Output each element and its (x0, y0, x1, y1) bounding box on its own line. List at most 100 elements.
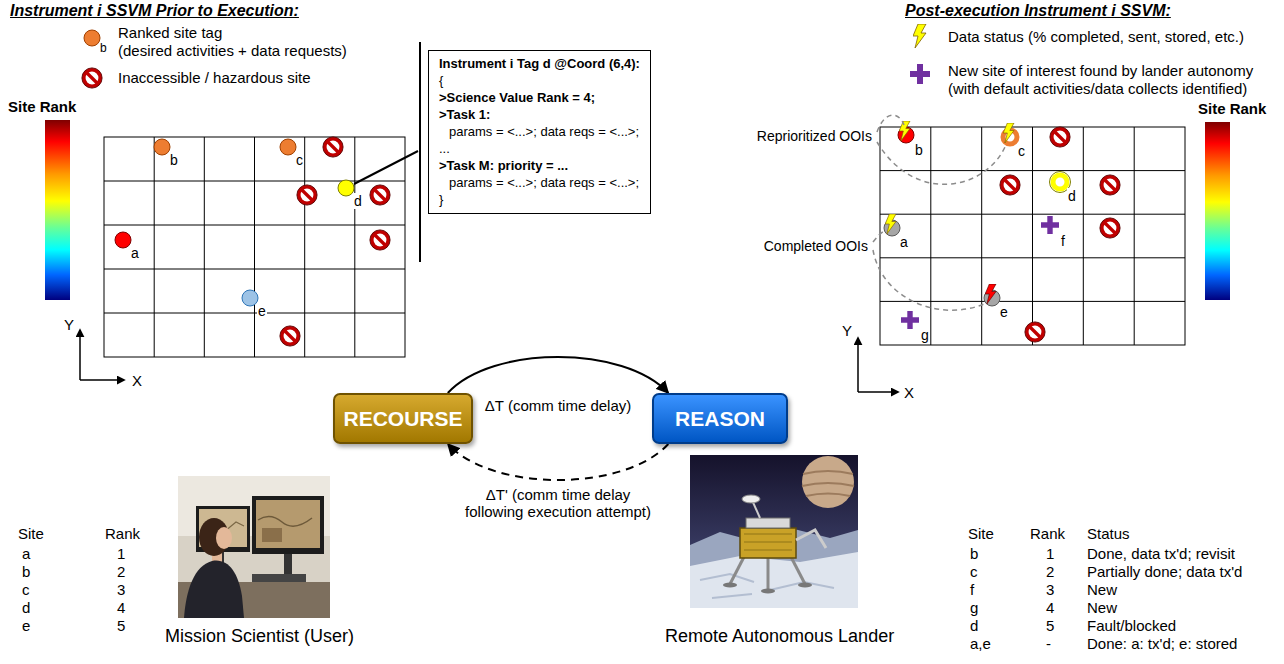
table-cell: New (1087, 599, 1117, 616)
table-cell: d (22, 599, 30, 616)
table-cell: c (970, 563, 978, 580)
table-header: Rank (1030, 525, 1065, 542)
site-markers (899, 121, 910, 141)
table-cell: Done: a: tx'd; e: stored (1087, 635, 1237, 652)
site-markers (1100, 218, 1120, 238)
legend-samples (82, 68, 102, 88)
lander-illustration (740, 528, 796, 558)
table-cell: 5 (117, 617, 125, 634)
legend-text: Ranked site tag (118, 24, 222, 41)
table-cell: Done, data tx'd; revisit (1087, 545, 1235, 562)
site-letter: b (169, 152, 179, 168)
table-cell: c (22, 581, 30, 598)
lander-illustration (730, 555, 805, 590)
panel-heading: Instrument i SSVM Prior to Execution: (10, 2, 299, 20)
scale-title: Site Rank (8, 98, 76, 115)
box-line: ... (439, 140, 640, 157)
site-markers (370, 185, 390, 205)
legend-samples (910, 64, 930, 84)
box-title: RECOURSE (343, 407, 462, 431)
box-heading: Instrument i Tag d @Coord (6,4): (439, 55, 640, 72)
table-cell: b (970, 545, 978, 562)
scientist-photo (184, 561, 244, 618)
lander-illustration (690, 455, 858, 608)
site-grid (104, 137, 405, 357)
site-markers (1025, 322, 1045, 342)
scientist-photo (252, 496, 324, 554)
site-markers (1000, 175, 1020, 195)
scientist-photo (178, 476, 330, 618)
table-cell: 3 (1046, 581, 1054, 598)
site-markers (1041, 216, 1059, 234)
site-markers (338, 180, 354, 196)
axis-label: X (904, 384, 914, 401)
legend-note: (desired activities + data requests) (118, 42, 347, 59)
box-title: REASON (675, 407, 765, 431)
table-cell: Fault/blocked (1087, 617, 1176, 634)
ooi-leaders (873, 250, 984, 310)
box-line: params = <...>; data reqs = <...>; (439, 123, 640, 140)
scientist-photo (178, 476, 330, 618)
scale-title: Site Rank (1198, 100, 1266, 117)
site-letter: e (999, 304, 1009, 320)
axis-arrows (80, 379, 124, 381)
panel-heading: Post-execution Instrument i SSVM: (905, 2, 1171, 20)
ooi-leaders (873, 231, 884, 242)
site-letter: d (353, 193, 363, 209)
table-cell: g (970, 599, 978, 616)
scientist-photo (258, 516, 312, 526)
site-grid (104, 137, 405, 357)
site-letter: f (1060, 233, 1066, 249)
rank-scale (1205, 122, 1230, 300)
photo-caption: Remote Autonomous Lander (665, 626, 894, 647)
table-cell: 3 (117, 581, 125, 598)
site-letter: c (1017, 143, 1026, 159)
axis-arrows (857, 338, 859, 392)
lander-illustration (796, 530, 826, 548)
lander-illustration (744, 534, 792, 550)
table-cell: Partially done; data tx'd (1087, 563, 1242, 580)
table-header: Status (1087, 525, 1130, 542)
site-markers (297, 185, 317, 205)
table-cell: 4 (1046, 599, 1054, 616)
edge-label: ΔT (comm time delay) (483, 397, 633, 414)
table-cell: New (1087, 581, 1117, 598)
reason-box: REASON (652, 393, 788, 444)
site-markers (280, 326, 300, 346)
legend-samples (913, 24, 926, 48)
table-cell: - (1046, 635, 1051, 652)
ooi-leaders (877, 115, 904, 132)
site-markers (115, 137, 390, 346)
rank-scale (45, 120, 70, 300)
site-markers (901, 311, 919, 329)
axis-arrows (79, 330, 81, 380)
site-markers (242, 290, 258, 306)
ooi-leaders (877, 142, 1005, 184)
site-letter: a (899, 234, 909, 250)
site-markers (280, 139, 296, 155)
site-markers (1003, 123, 1014, 143)
site-letter: d (1067, 188, 1077, 204)
table-cell: d (970, 617, 978, 634)
box-line: { (439, 72, 640, 89)
site-grid (880, 127, 1185, 345)
scientist-photo (252, 574, 306, 582)
site-letter: a (130, 245, 140, 261)
site-letter: b (914, 142, 924, 158)
site-markers (985, 284, 996, 304)
legend-note: (with default activities/data collects i… (948, 80, 1247, 97)
table-cell: a (22, 545, 30, 562)
lander-illustration (802, 456, 854, 508)
lander-illustration (746, 518, 790, 528)
axis-arrows (80, 330, 898, 392)
connector (448, 357, 669, 393)
table-header: Rank (105, 525, 140, 542)
lander-illustration (730, 555, 745, 584)
table-cell: f (970, 581, 974, 598)
lander-illustration (690, 455, 858, 608)
recourse-box: RECOURSE (333, 393, 473, 444)
site-letter: e (257, 303, 267, 319)
axis-label: Y (64, 316, 74, 333)
site-markers (885, 214, 896, 234)
